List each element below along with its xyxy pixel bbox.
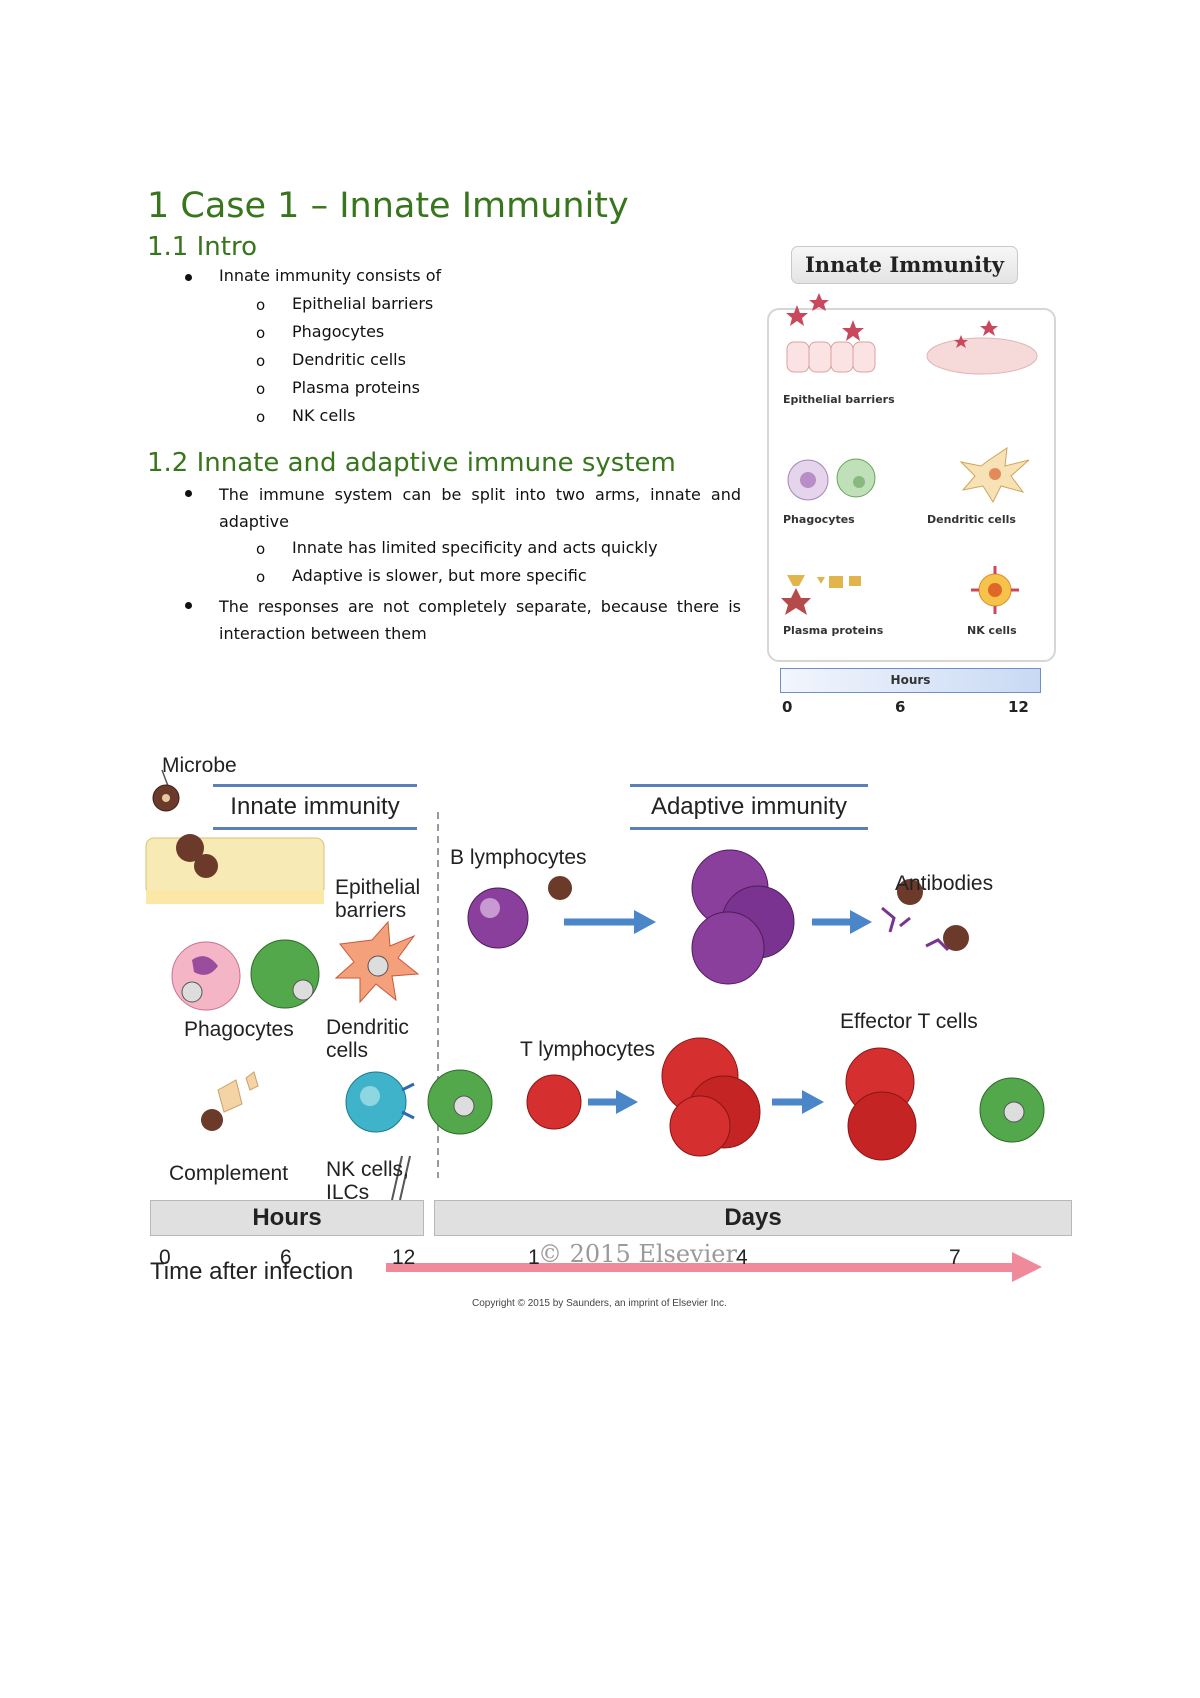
subitem: Adaptive is slower, but more specific — [292, 566, 587, 585]
intro-bullet: Innate immunity consists of — [219, 266, 442, 285]
bullet-marker — [185, 274, 192, 281]
fig2-tick: 6 — [280, 1246, 292, 1269]
microbe-icon — [152, 769, 180, 812]
b-lymphocyte-icon — [467, 876, 572, 949]
bullet-marker — [185, 490, 192, 497]
fig2-days-bar: Days — [434, 1200, 1072, 1236]
t-cell-cluster-icon — [661, 1037, 761, 1157]
sub-marker: o — [256, 408, 266, 426]
arrow-icon — [564, 910, 656, 934]
subitem: Innate has limited specificity and acts … — [292, 538, 658, 557]
phagocyte-icon — [787, 458, 876, 501]
fig1-tick: 12 — [1008, 698, 1029, 716]
fig1-tick: 0 — [782, 698, 793, 716]
epithelial-barrier-icon — [786, 293, 876, 373]
fig2-label-antibodies: Antibodies — [895, 872, 994, 895]
fig2-label-epithelial: Epithelial barriers — [335, 876, 421, 922]
nk-cell-icon — [345, 1071, 415, 1133]
effector-t-cell-icon — [845, 1047, 1045, 1161]
epithelial-barrier-icon — [145, 834, 325, 904]
fig2-tick: 0 — [159, 1246, 171, 1269]
fig2-tick: 4 — [736, 1246, 748, 1269]
fig2-tick: 12 — [392, 1246, 416, 1269]
sub-marker: o — [256, 540, 266, 558]
fig2-time-label: Time after infection — [150, 1258, 354, 1285]
fig2-hours-bar: Hours — [150, 1200, 424, 1236]
fig2-tick: 1 — [528, 1246, 540, 1269]
subitem: Phagocytes — [292, 322, 385, 341]
figure1-illustrations — [781, 293, 1038, 615]
dendritic-cell-icon — [334, 920, 420, 1004]
fig1-label-plasma: Plasma proteins — [783, 624, 884, 637]
subitem: Epithelial barriers — [292, 294, 434, 313]
sub-marker: o — [256, 568, 266, 586]
subitem: Plasma proteins — [292, 378, 420, 397]
arrow-icon — [812, 910, 872, 934]
plasma-protein-icon — [781, 575, 861, 615]
bullet-interaction: The responses are not completely separat… — [219, 597, 741, 643]
subitem: Dendritic cells — [292, 350, 406, 369]
heading-1: 1 Case 1 – Innate Immunity — [147, 186, 629, 226]
fig2-label-t-lymphocytes: T lymphocytes — [520, 1038, 655, 1061]
time-arrow-icon — [386, 1252, 1042, 1282]
fig2-innate-header: Innate immunity — [213, 784, 417, 830]
fig1-label-nk: NK cells — [967, 624, 1017, 637]
bullet-marker — [185, 602, 192, 609]
section-title-innate-adaptive: 1.2 Innate and adaptive immune system — [147, 448, 676, 478]
complement-icon — [201, 1071, 259, 1131]
figure2-illustrations — [145, 769, 1045, 1282]
fig2-tick: 7 — [949, 1246, 961, 1269]
fig2-label-complement: Complement — [169, 1162, 289, 1185]
fig1-label-phagocytes: Phagocytes — [783, 513, 855, 526]
fig1-label-epithelial: Epithelial barriers — [783, 393, 895, 406]
subitem: NK cells — [292, 406, 356, 425]
t-lymphocyte-icon — [427, 1069, 582, 1135]
section-title-intro: 1.1 Intro — [147, 232, 257, 262]
fig2-label-dendritic: Dendritic cells — [326, 1016, 409, 1062]
fig2-label-nk: NK cells, ILCs — [326, 1158, 409, 1204]
arrow-icon — [588, 1090, 638, 1114]
sub-marker: o — [256, 352, 266, 370]
fig2-copyright: Copyright © 2015 by Saunders, an imprint… — [472, 1298, 727, 1309]
sub-marker: o — [256, 380, 266, 398]
fig2-adaptive-header: Adaptive immunity — [630, 784, 868, 830]
sub-marker: o — [256, 324, 266, 342]
fig1-hours-bar: Hours — [780, 668, 1041, 693]
fig2-label-effector: Effector T cells — [840, 1010, 978, 1033]
tissue-icon — [926, 320, 1038, 375]
bullet-two-arms: The immune system can be split into two … — [219, 485, 741, 531]
plasma-cell-cluster-icon — [691, 849, 795, 985]
figure1-title: Innate Immunity — [791, 246, 1018, 284]
fig1-label-dendritic: Dendritic cells — [927, 513, 1016, 526]
fig2-label-b-lymphocytes: B lymphocytes — [450, 846, 587, 869]
dendritic-cell-icon — [959, 446, 1030, 504]
antibody-icon — [881, 879, 969, 952]
fig2-watermark: © 2015 Elsevier — [538, 1240, 737, 1268]
arrow-icon — [772, 1090, 824, 1114]
nk-cell-icon — [971, 566, 1019, 614]
fig2-label-microbe: Microbe — [162, 754, 237, 777]
fig2-label-phagocytes: Phagocytes — [184, 1018, 294, 1041]
phagocyte-icon — [171, 939, 320, 1011]
fig1-tick: 6 — [895, 698, 906, 716]
sub-marker: o — [256, 296, 266, 314]
